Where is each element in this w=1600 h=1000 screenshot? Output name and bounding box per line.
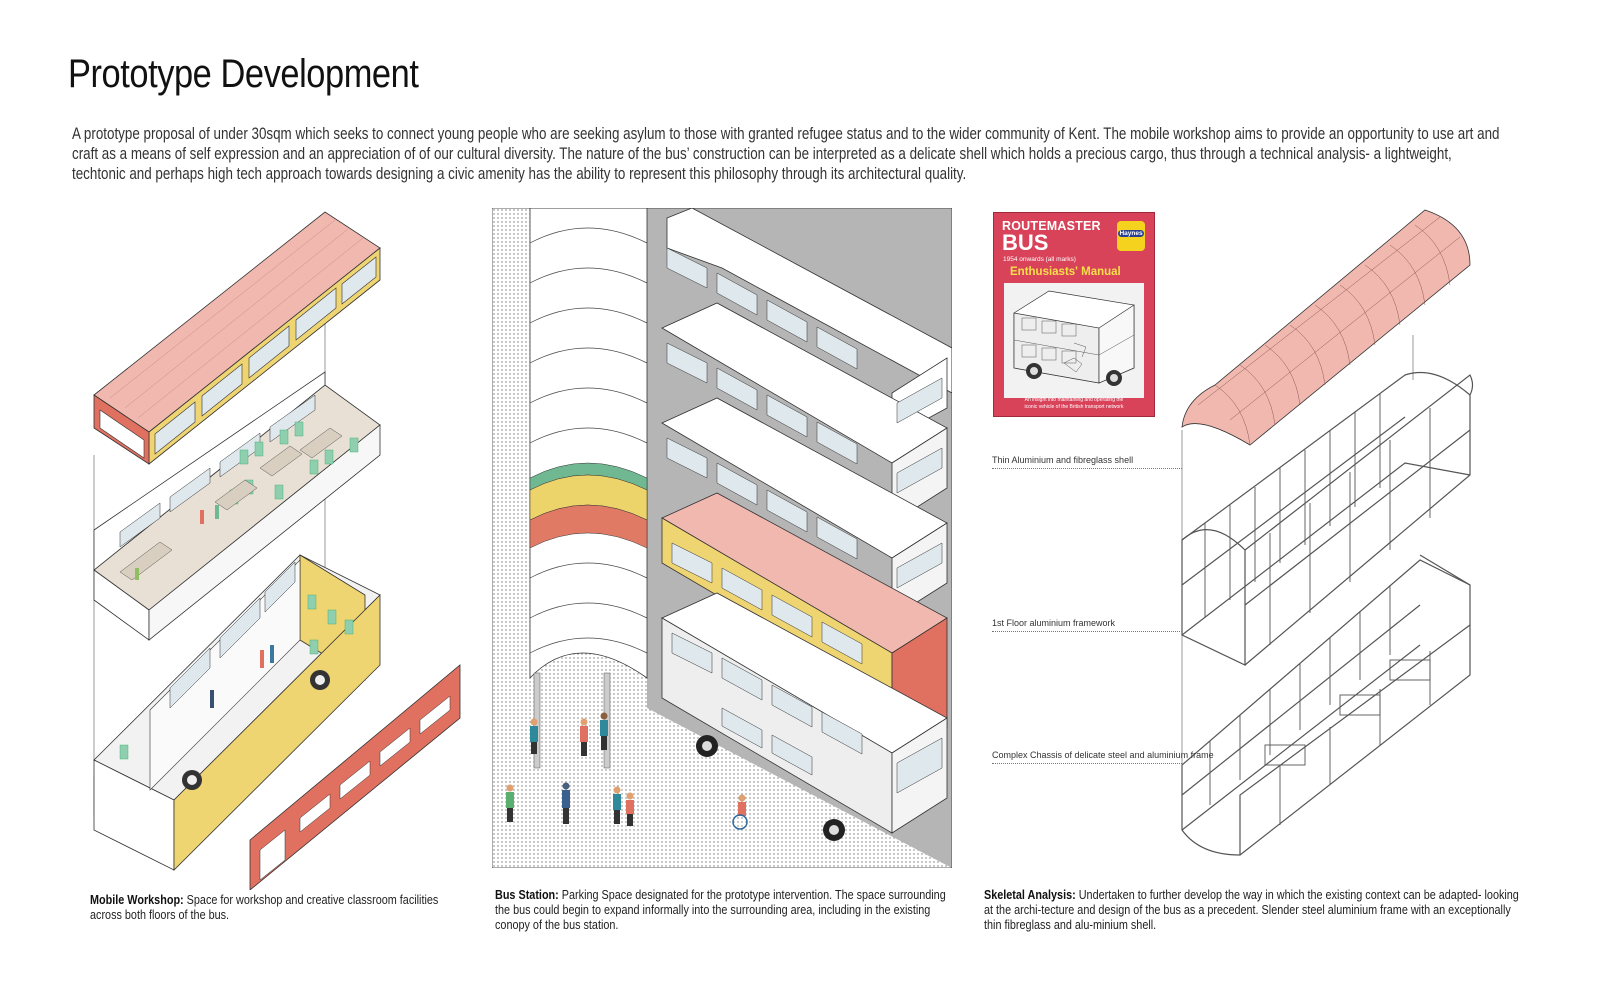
upper-aluminium-framework (1181, 371, 1474, 666)
manual-footer-line2: iconic vehicle of the British transport … (1024, 404, 1124, 410)
mobile-workshop-drawing (93, 211, 461, 890)
chassis-frame (1181, 554, 1471, 856)
manual-title-line2: BUS (1002, 230, 1049, 255)
caption-workshop-heading: Mobile Workshop: (90, 893, 184, 907)
manual-title-line1: ROUTEMASTER (1002, 219, 1101, 233)
caption-mobile-workshop: Mobile Workshop: Space for workshop and … (90, 893, 464, 923)
side-panel (249, 664, 461, 890)
manual-banner: Enthusiasts' Manual (1010, 266, 1121, 278)
people-figures (506, 712, 748, 830)
label-framework: 1st Floor aluminium framework (992, 618, 1116, 628)
bus-station-canopy (529, 208, 648, 769)
roof-shell (93, 211, 381, 465)
caption-skeletal-text: Undertaken to further develop the way in… (984, 888, 1519, 932)
label-chassis: Complex Chassis of delicate steel and al… (992, 750, 1214, 760)
label-shell: Thin Aluminium and fibreglass shell (992, 455, 1134, 465)
haynes-logo: Haynes (1117, 221, 1145, 251)
caption-bus-station: Bus Station: Parking Space designated fo… (495, 888, 951, 933)
leader-chassis (992, 763, 1182, 764)
lower-deck (93, 554, 381, 871)
caption-station-heading: Bus Station: (495, 888, 559, 902)
bus-station-drawing (492, 208, 952, 868)
manual-subtitle: 1954 onwards (all marks) (1003, 256, 1076, 263)
haynes-manual-cover: ROUTEMASTER BUS 1954 onwards (all marks)… (993, 212, 1155, 417)
manual-footer-line1: An insight into maintaining and operatin… (1024, 397, 1124, 403)
skeletal-analysis-drawing (1181, 209, 1474, 856)
page-title: Prototype Development (68, 52, 419, 96)
intro-paragraph: A prototype proposal of under 30sqm whic… (72, 125, 1500, 183)
manual-bus-illustration (1004, 283, 1144, 398)
upper-deck (93, 371, 381, 641)
parked-buses (661, 208, 952, 841)
caption-workshop-text: Space for workshop and creative classroo… (90, 893, 439, 922)
leader-shell (992, 468, 1182, 469)
fibreglass-roof-shell (1181, 209, 1471, 446)
leader-framework (992, 631, 1182, 632)
caption-skeletal-heading: Skeletal Analysis: (984, 888, 1076, 902)
haynes-logo-text: Haynes (1118, 230, 1144, 237)
caption-skeletal-analysis: Skeletal Analysis: Undertaken to further… (984, 888, 1522, 933)
caption-station-text: Parking Space designated for the prototy… (495, 888, 946, 932)
